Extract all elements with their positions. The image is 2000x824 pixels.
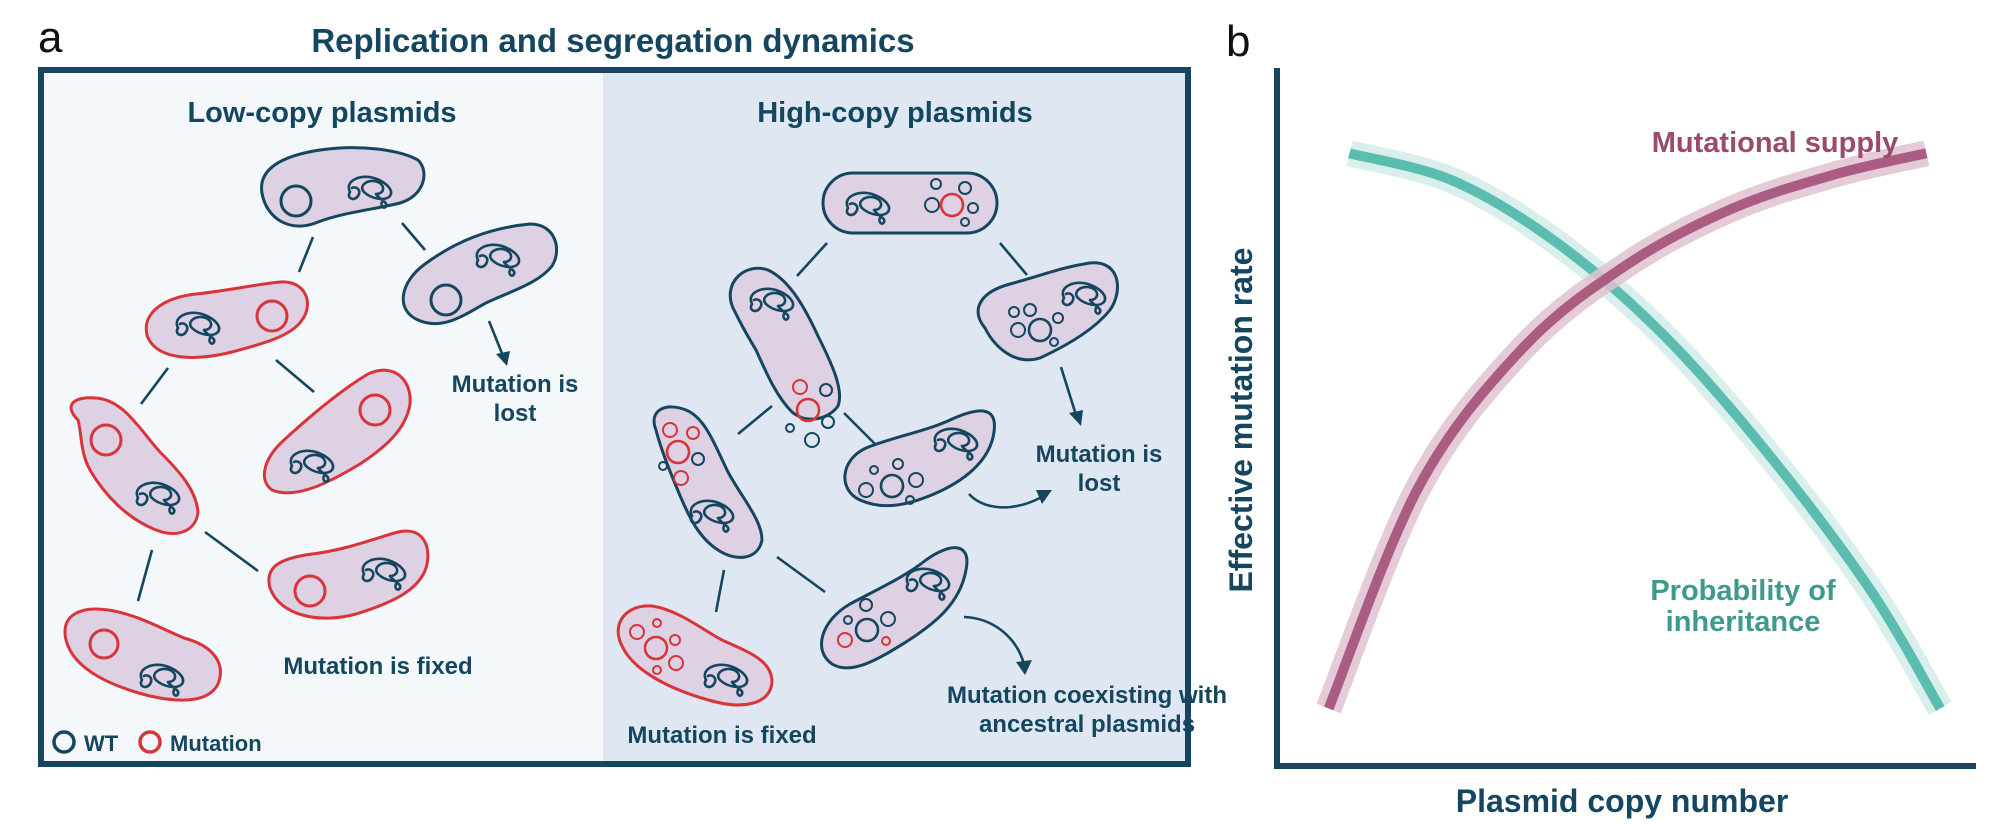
mutant-plasmid-icon bbox=[255, 299, 289, 333]
high-copy-heading: High-copy plasmids bbox=[757, 97, 1033, 129]
legend-mutation-icon bbox=[138, 730, 162, 754]
label-mutation-lost-2: lost bbox=[1078, 470, 1121, 497]
curved-arrow-lost bbox=[968, 490, 1052, 509]
arrow-lost bbox=[487, 320, 510, 366]
cell-wt bbox=[260, 146, 426, 228]
low-copy-lineage: Mutation is lost bbox=[63, 146, 579, 702]
wt-plasmid-icon bbox=[429, 283, 463, 317]
label-mutation-coexisting: Mutation coexisting with bbox=[947, 682, 1227, 709]
label-mutation-fixed: Mutation is fixed bbox=[627, 722, 816, 749]
x-axis-label: Plasmid copy number bbox=[1456, 783, 1789, 819]
cell-coexisting bbox=[820, 546, 969, 670]
cell-mixed bbox=[652, 405, 764, 559]
legend: WT Mutation bbox=[52, 730, 262, 756]
panel-a-title: Replication and segregation dynamics bbox=[311, 22, 914, 59]
annotation-line: inheritance bbox=[1666, 606, 1821, 638]
legend-wt-label: WT bbox=[84, 731, 119, 756]
series-line-mutational-supply bbox=[1324, 148, 1928, 711]
mutant-plasmid-icon bbox=[358, 393, 392, 427]
lineage-connectors bbox=[714, 242, 1028, 613]
mutant-plasmid-icon bbox=[89, 423, 123, 457]
label-mutation-lost-2: lost bbox=[494, 400, 537, 427]
mutant-plasmid-icon bbox=[88, 628, 120, 660]
series-layer bbox=[1316, 140, 1952, 716]
panel-a-frame bbox=[38, 67, 1191, 767]
chart-panel-b: Effective mutation rate Plasmid copy num… bbox=[1223, 68, 1976, 819]
cell-mutant bbox=[69, 396, 200, 535]
cell-mutant-fixed bbox=[267, 529, 430, 620]
label-mutation-lost: Mutation is bbox=[1036, 441, 1163, 468]
lineage-connectors bbox=[136, 222, 426, 602]
arrow-lost bbox=[1059, 366, 1083, 426]
mutant-plasmid-icon bbox=[293, 574, 327, 608]
panel-a-letter: a bbox=[38, 13, 63, 62]
label-mutation-fixed: Mutation is fixed bbox=[283, 653, 472, 680]
wt-plasmid-icon bbox=[279, 184, 313, 218]
annotation-line: Probability of bbox=[1650, 575, 1836, 607]
cell-mixed bbox=[821, 171, 999, 235]
cell-wt bbox=[843, 409, 996, 508]
cell-wt-lost bbox=[401, 222, 559, 326]
annotation-mutational-supply: Mutational supply bbox=[1652, 127, 1899, 159]
curved-arrow-coexist bbox=[963, 615, 1032, 675]
legend-mutation-label: Mutation bbox=[170, 731, 262, 756]
label-mutation-coexisting-2: ancestral plasmids bbox=[979, 711, 1195, 738]
cell-wt bbox=[976, 261, 1119, 362]
label-mutation-lost: Mutation is bbox=[452, 371, 579, 398]
cell-mixed bbox=[728, 266, 842, 448]
cell-mutant bbox=[144, 280, 309, 359]
panel-b-letter: b bbox=[1226, 17, 1250, 66]
series-halo-mutational-supply bbox=[1316, 140, 1930, 714]
low-copy-heading: Low-copy plasmids bbox=[187, 97, 456, 129]
high-copy-lineage: Mutation is lost bbox=[616, 171, 1227, 749]
cell-mutant-fixed bbox=[616, 604, 774, 707]
y-axis-label: Effective mutation rate bbox=[1223, 248, 1259, 593]
series-line-probability-of-inheritance bbox=[1348, 148, 1945, 712]
cell-mutant bbox=[262, 368, 412, 495]
legend-wt-icon bbox=[52, 730, 76, 754]
cell-mutant-fixed bbox=[63, 607, 222, 702]
